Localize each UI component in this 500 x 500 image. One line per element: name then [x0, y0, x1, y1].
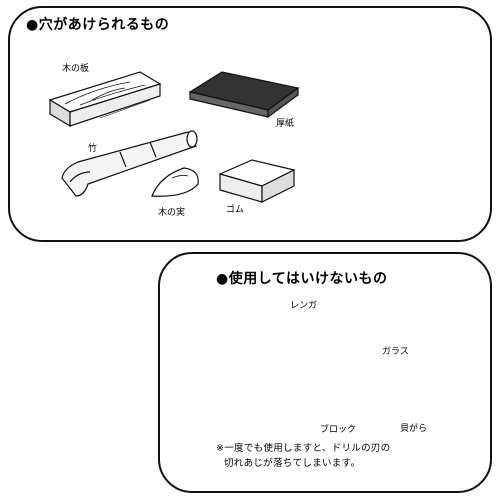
label-rubber: ゴム	[226, 205, 245, 215]
wood-board-illustration	[48, 71, 162, 128]
label-nut: 木の実	[158, 208, 186, 218]
bamboo-illustration	[61, 130, 198, 197]
nut-illustration	[151, 167, 199, 197]
drillable-materials-panel	[8, 6, 492, 242]
label-wood-board: 木の板	[62, 64, 90, 74]
label-shell: 貝がら	[400, 424, 428, 434]
warning-note-line1: ※一度でも使用しますと、ドリルの刃の	[216, 443, 391, 454]
drillable-title: ●穴があけられるもの	[26, 17, 170, 33]
cardboard-illustration	[188, 71, 300, 119]
label-bamboo: 竹	[88, 144, 98, 154]
label-brick: レンガ	[290, 301, 318, 311]
warning-note-line2: 切れあじが落ちてしまいます。	[224, 458, 361, 469]
prohibited-materials-panel	[158, 252, 492, 493]
label-block: ブロック	[320, 425, 357, 435]
rubber-illustration	[218, 159, 296, 203]
prohibited-title: ●使用してはいけないもの	[216, 271, 388, 287]
label-cardboard: 厚紙	[276, 119, 295, 129]
label-glass: ガラス	[382, 347, 409, 357]
